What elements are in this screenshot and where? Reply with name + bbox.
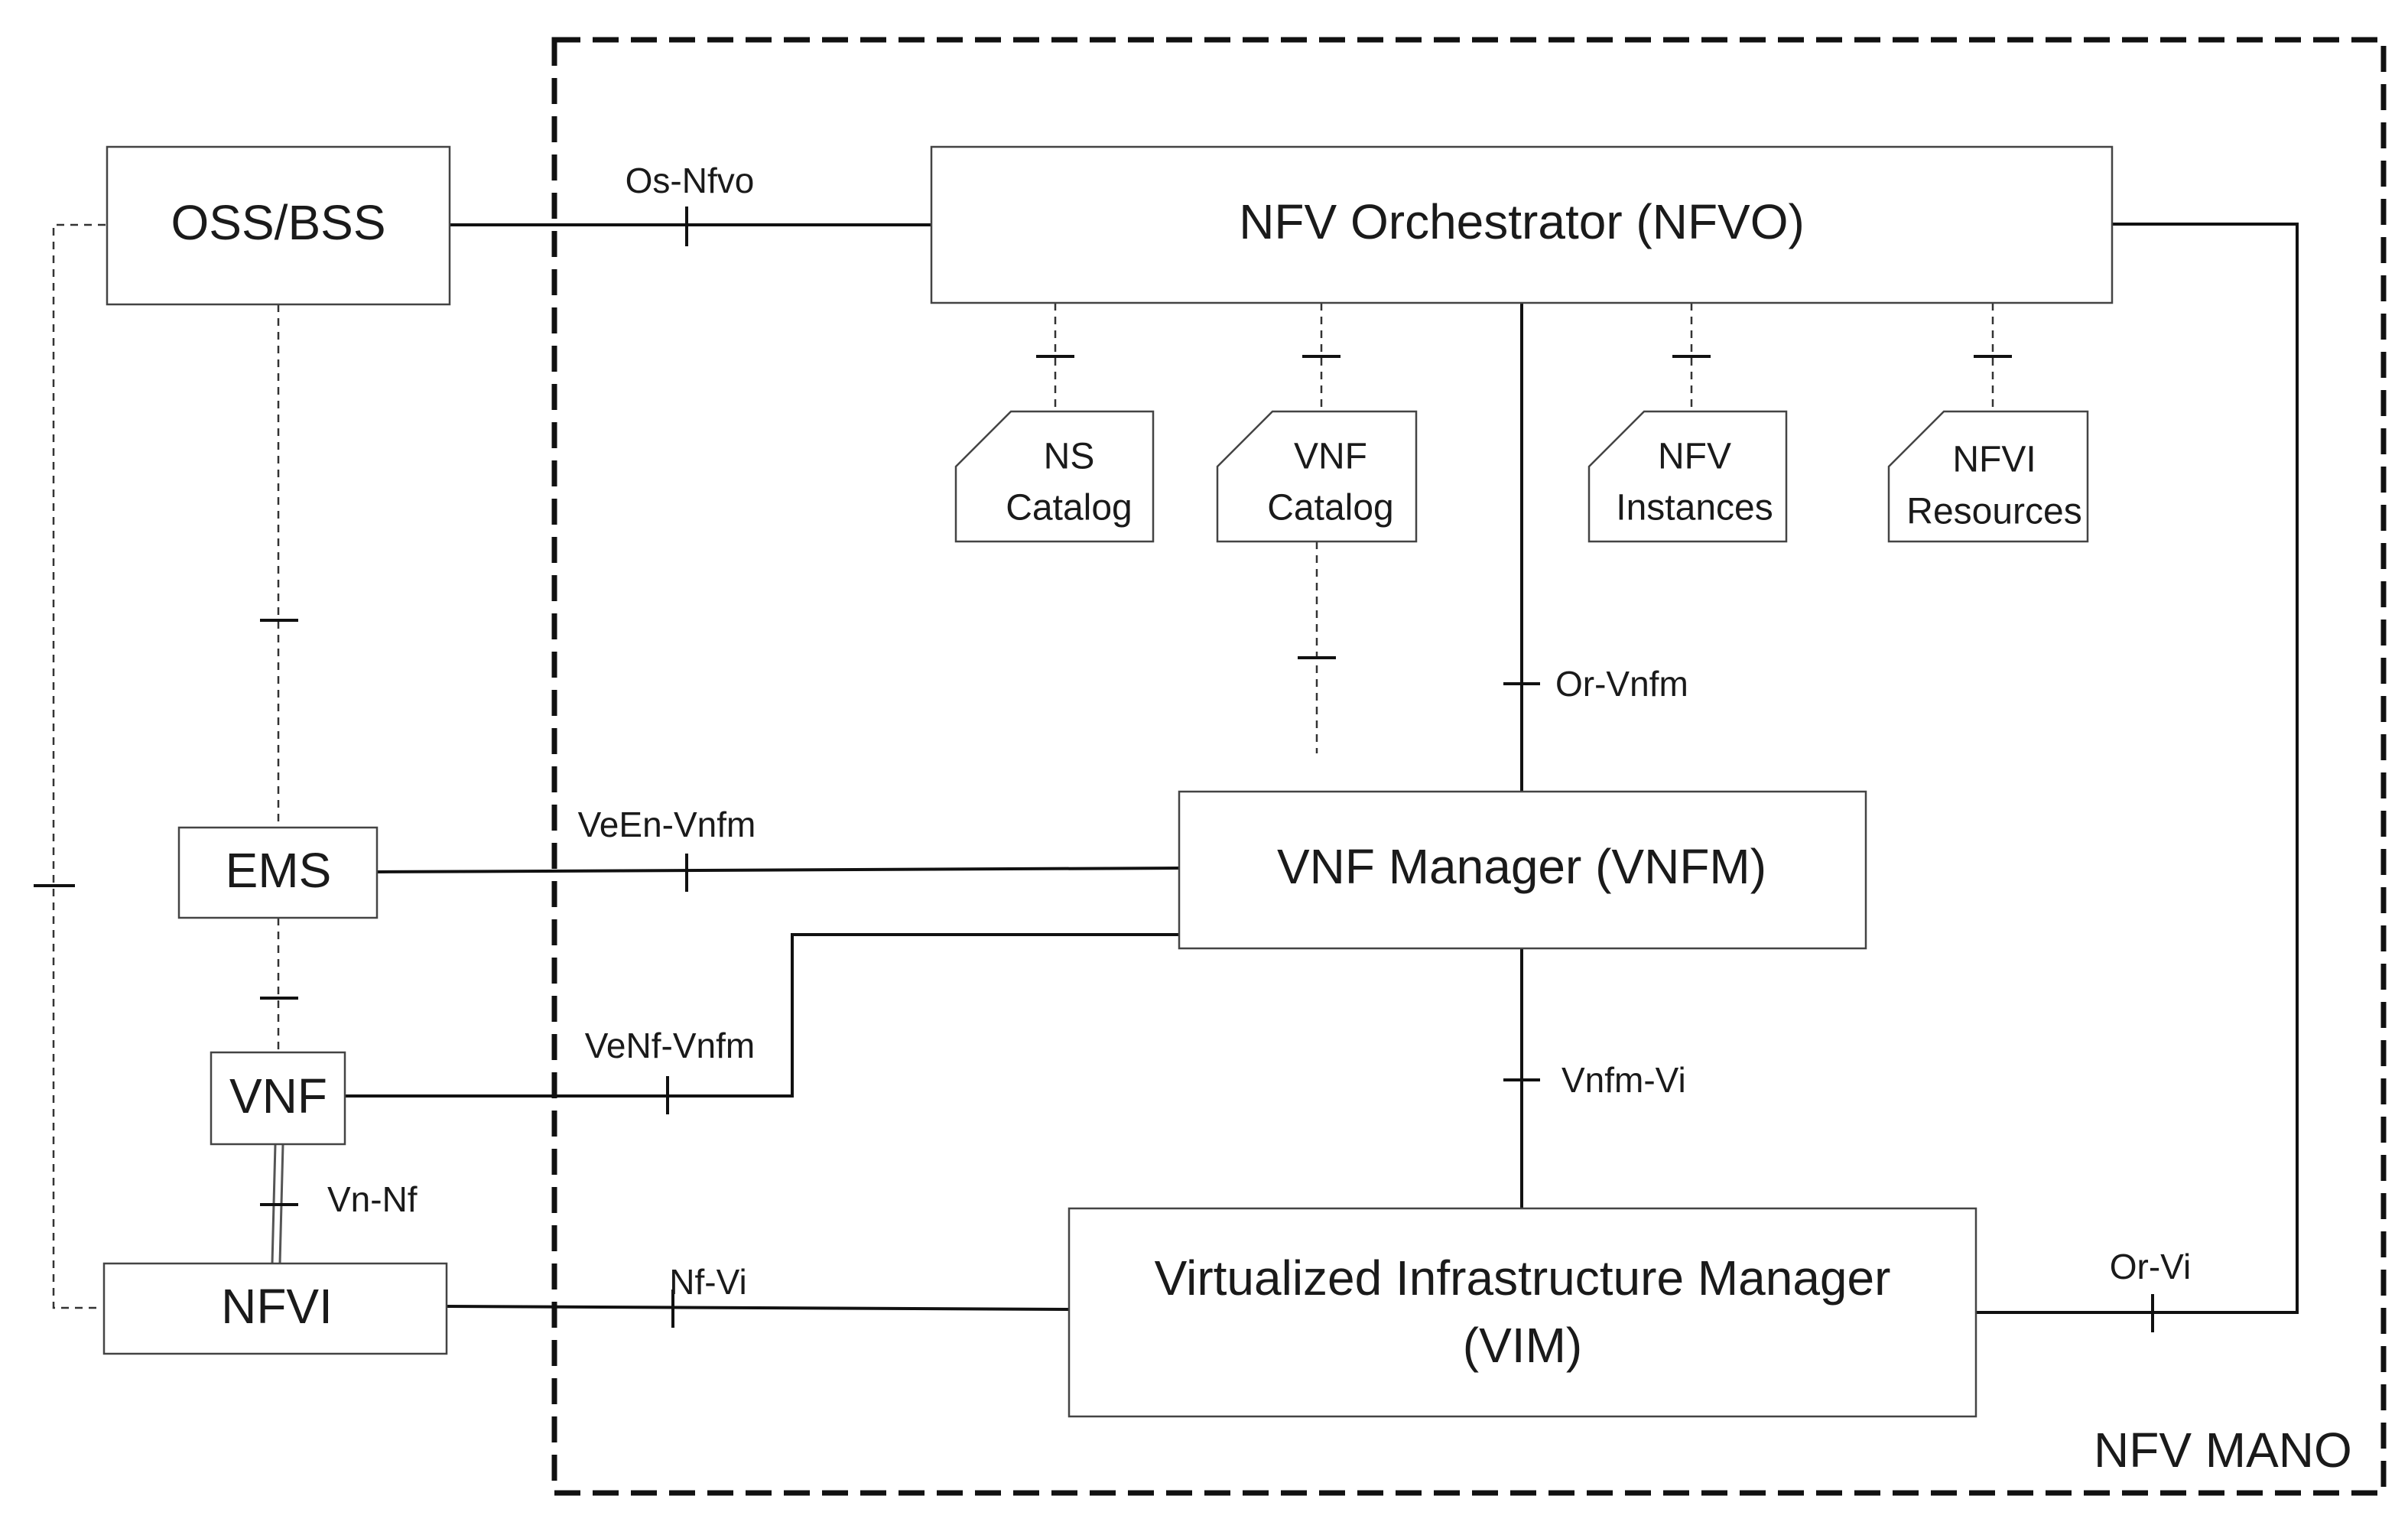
nfvi-label: NFVI xyxy=(221,1279,333,1334)
ems-block: EMS xyxy=(177,826,379,919)
or-vi-link xyxy=(1976,223,2299,1314)
os-nfvo-label: Os-Nfvo xyxy=(626,161,755,200)
ns-catalog-line1: NS xyxy=(1044,437,1095,477)
venf-vnfm-link xyxy=(345,933,1179,1098)
nfvo-label: NFV Orchestrator (NFVO) xyxy=(1239,194,1805,249)
nfvo-block: NFV Orchestrator (NFVO) xyxy=(930,145,2114,304)
nfv-instances-line2: Instances xyxy=(1616,488,1773,528)
vnf-block: VNF xyxy=(210,1051,346,1146)
or-vi-label: Or-Vi xyxy=(2110,1247,2192,1286)
vim-block: Virtualized Infrastructure Manager (VIM) xyxy=(1068,1207,1977,1418)
vnf-catalog-repository: VNF Catalog xyxy=(1216,410,1418,543)
nfv-mano-frame xyxy=(551,37,2387,1496)
vnfm-label: VNF Manager (VNFM) xyxy=(1277,839,1766,894)
ems-label: EMS xyxy=(226,843,332,898)
oss-nfvi-reference xyxy=(52,223,106,1309)
vn-nf-label: Vn-Nf xyxy=(327,1179,418,1219)
ns-catalog-line2: Catalog xyxy=(1006,488,1132,528)
nf-vi-label: Nf-Vi xyxy=(669,1262,746,1302)
vnf-label: VNF xyxy=(229,1068,327,1124)
vnfm-block: VNF Manager (VNFM) xyxy=(1178,790,1867,950)
vnfm-vi-label: Vnfm-Vi xyxy=(1561,1060,1686,1100)
nfv-mano-label: NFV MANO xyxy=(2094,1423,2352,1478)
vim-label-line2: (VIM) xyxy=(1463,1318,1582,1373)
nfvi-resources-line2: Resources xyxy=(1906,492,2081,532)
vnf-catalog-line2: Catalog xyxy=(1267,488,1393,528)
oss-bss-label: OSS/BSS xyxy=(171,195,386,250)
vnf-catalog-line1: VNF xyxy=(1294,437,1367,477)
nfvi-block: NFVI xyxy=(102,1262,448,1355)
ns-catalog-repository: NS Catalog xyxy=(954,410,1155,543)
or-vnfm-label: Or-Vnfm xyxy=(1555,664,1688,704)
nf-vi-link xyxy=(446,1305,1070,1311)
nfv-instances-repository: NFV Instances xyxy=(1587,410,1788,543)
nfvi-resources-repository: NFVI Resources xyxy=(1887,410,2089,543)
vim-label-line1: Virtualized Infrastructure Manager xyxy=(1155,1250,1891,1306)
nfvi-resources-line1: NFVI xyxy=(1952,440,2036,480)
venf-vnfm-label: VeNf-Vnfm xyxy=(585,1026,755,1065)
veen-vnfm-link xyxy=(376,867,1180,873)
veen-vnfm-label: VeEn-Vnfm xyxy=(578,805,756,844)
oss-bss-block: OSS/BSS xyxy=(106,145,451,306)
nfv-instances-line1: NFV xyxy=(1658,437,1731,477)
